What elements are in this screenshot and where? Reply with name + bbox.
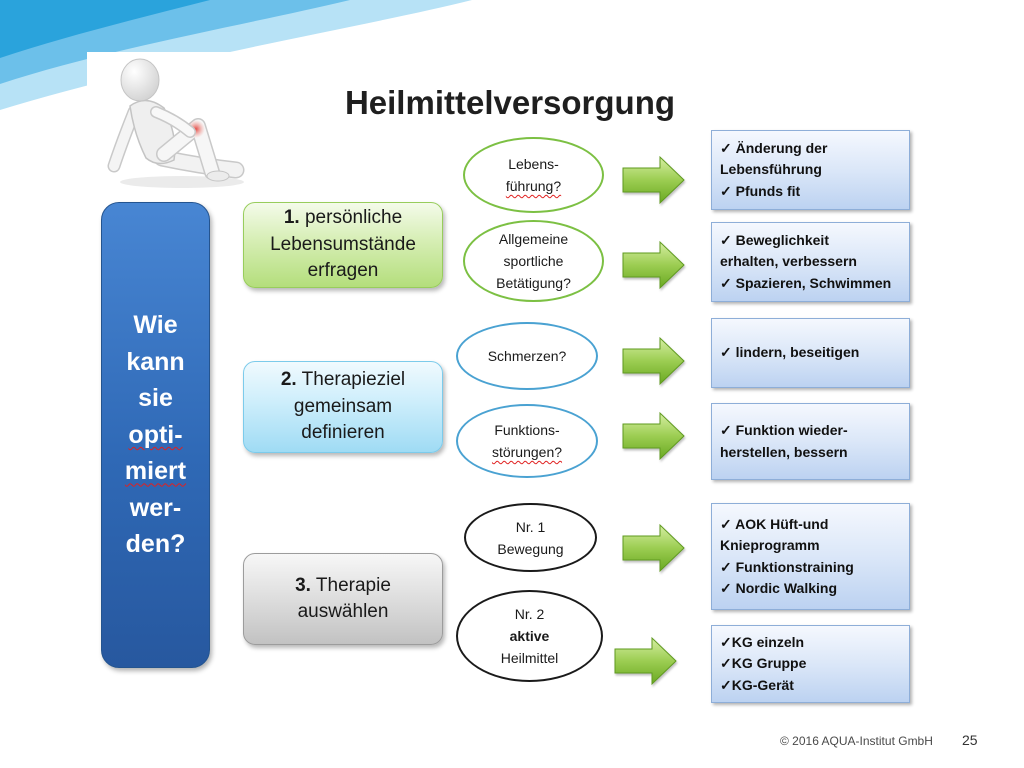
result-line: erhalten, verbessern	[720, 253, 857, 270]
question-ellipse-1: Lebens- führung?	[463, 137, 604, 213]
result-line: ✓ Pfunds fit	[720, 182, 801, 199]
result-line: ✓KG-Gerät	[720, 676, 794, 693]
footer-copyright: © 2016 AQUA-Institut GmbH	[780, 734, 933, 748]
result-box-6: ✓KG einzeln ✓KG Gruppe ✓KG-Gerät	[711, 625, 910, 703]
person-holding-knee-icon	[107, 58, 245, 188]
question-line: sie	[138, 384, 173, 413]
step-text: persönliche	[304, 207, 403, 229]
step-line: 1. persönliche	[284, 205, 402, 232]
figure-right-arm	[151, 107, 195, 137]
result-line: ✓KG einzeln	[720, 633, 805, 650]
ellipse-text: Heilmittel	[500, 650, 559, 666]
step-text: definieren	[301, 422, 385, 444]
ellipse-text: aktive	[509, 628, 550, 644]
question-line: wer-	[129, 493, 182, 522]
step-number: 1.	[283, 207, 300, 229]
figure-foot	[206, 170, 230, 182]
swoosh-band-dark	[0, 0, 210, 58]
arrow-shape	[622, 523, 685, 573]
arrow-shape	[622, 411, 685, 461]
result-line: ✓ Funktionstraining	[720, 558, 854, 575]
step-box-2: 2. Therapieziel gemeinsam definieren	[243, 361, 443, 453]
result-line: ✓ lindern, beseitigen	[720, 344, 860, 361]
right-arrow-icon	[614, 636, 677, 686]
page-title: Heilmittelversorgung	[344, 84, 676, 121]
result-line: ✓ Beweglichkeit	[720, 231, 829, 248]
step-box-1: 1. persönliche Lebensumstände erfragen	[243, 202, 443, 288]
result-box-3: ✓ lindern, beseitigen	[711, 318, 910, 388]
right-arrow-icon	[622, 411, 685, 461]
question-line: Wie	[133, 311, 178, 340]
ellipse-text: sportliche	[503, 253, 564, 269]
right-arrow-icon	[622, 336, 685, 386]
ellipse-text: Nr. 2	[514, 606, 545, 622]
right-arrow-icon	[622, 523, 685, 573]
ellipse-text: Bewegung	[497, 540, 564, 557]
result-box-5: ✓ AOK Hüft-und Knieprogramm ✓ Funktionst…	[711, 503, 910, 610]
step-line: 2. Therapieziel	[281, 367, 405, 394]
arrow-shape	[622, 336, 685, 386]
result-line: Lebensführung	[720, 161, 822, 178]
ellipse-text: Allgemeine	[498, 231, 569, 247]
arrow-shape	[622, 240, 685, 290]
figure-head	[120, 58, 160, 102]
question-line: opti-	[128, 420, 183, 449]
result-line: ✓ Spazieren, Schwimmen	[720, 274, 892, 291]
ellipse-text: Lebens-	[508, 156, 559, 172]
question-ellipse-3: Schmerzen?	[456, 322, 598, 390]
result-box-1: ✓ Änderung der Lebensführung ✓ Pfunds fi…	[711, 130, 910, 210]
result-line: ✓KG Gruppe	[720, 655, 807, 672]
ellipse-text: Funktions-	[494, 422, 560, 438]
question-line: den?	[125, 530, 186, 559]
page-number: 25	[962, 732, 978, 748]
question-ellipse-6: Nr. 2 aktive Heilmittel	[456, 590, 603, 682]
step-text: Therapieziel	[301, 369, 406, 391]
step-text: auswählen	[297, 601, 389, 622]
question-ellipse-2: Allgemeine sportliche Betätigung?	[463, 220, 604, 302]
result-line: herstellen, bessern	[720, 443, 848, 460]
result-box-4: ✓ Funktion wieder- herstellen, bessern	[711, 403, 910, 480]
step-text: Lebensumstände	[270, 233, 416, 255]
result-line: ✓ AOK Hüft-und	[720, 515, 829, 532]
question-ellipse-5: Nr. 1 Bewegung	[464, 503, 597, 572]
ellipse-text: Nr. 1	[515, 518, 546, 535]
question-ellipse-4: Funktions- störungen?	[456, 404, 598, 478]
question-line: kann	[126, 347, 185, 376]
result-line: Knieprogramm	[720, 537, 820, 553]
result-box-2: ✓ Beweglichkeit erhalten, verbessern ✓ S…	[711, 222, 910, 302]
ellipse-text: führung?	[505, 178, 562, 194]
ellipse-text: störungen?	[491, 444, 563, 460]
ellipse-text: Betätigung?	[496, 275, 571, 291]
result-line: ✓ Nordic Walking	[720, 580, 837, 596]
ellipse-text: Schmerzen?	[487, 348, 567, 364]
question-line: miert	[124, 457, 187, 486]
step-text: gemeinsam	[293, 395, 393, 417]
step-line: 3. Therapie	[295, 573, 391, 600]
arrow-shape	[622, 155, 685, 205]
step-box-3: 3. Therapie auswählen	[243, 553, 443, 645]
header-swoosh-decoration	[0, 0, 472, 110]
result-line: ✓ Änderung der	[720, 139, 828, 156]
result-line: ✓ Funktion wieder-	[720, 422, 848, 438]
step-number: 2.	[280, 369, 297, 391]
arrow-shape	[614, 636, 677, 686]
step-text: erfragen	[307, 260, 379, 282]
question-box: Wie kann sie opti- miert wer- den?	[101, 202, 210, 668]
right-arrow-icon	[622, 240, 685, 290]
step-number: 3.	[295, 574, 311, 596]
right-arrow-icon	[622, 155, 685, 205]
step-text: Therapie	[315, 574, 391, 596]
